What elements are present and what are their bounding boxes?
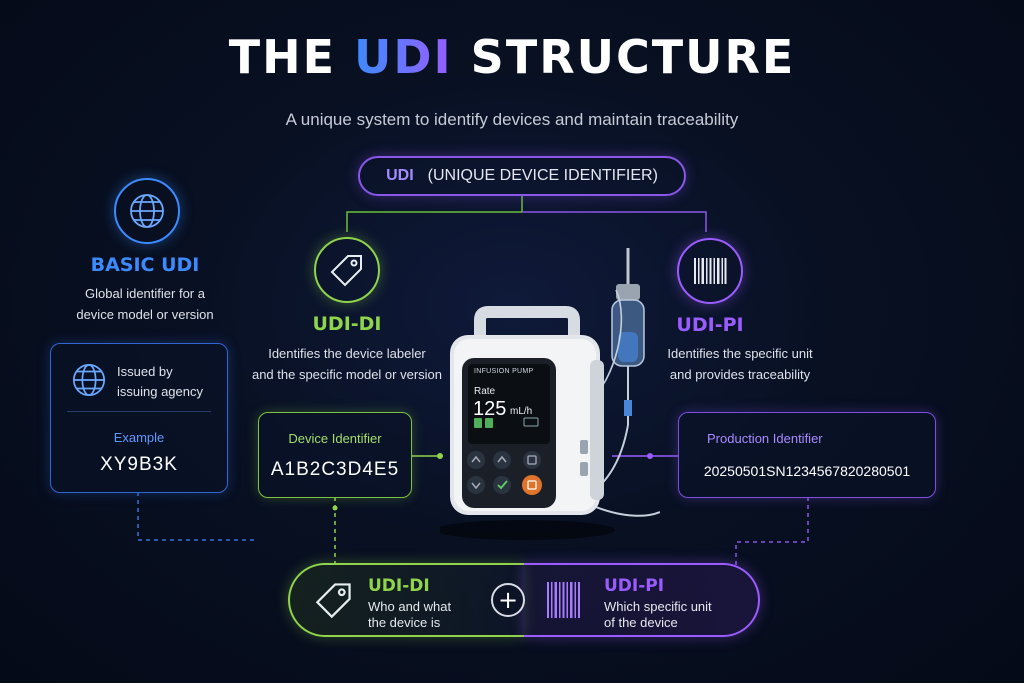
bottom-udi-pi-title: UDI-PI	[604, 576, 665, 596]
bottom-udi-di-title: UDI-DI	[368, 576, 430, 596]
globe-icon	[72, 363, 106, 397]
example-label: Example	[113, 430, 165, 445]
udi-di-heading: UDI-DI	[312, 313, 382, 335]
udi-pill-full: (UNIQUE DEVICE IDENTIFIER)	[427, 167, 658, 184]
udi-pi-barcode-circle	[677, 238, 743, 304]
pump-rate-label: Rate	[474, 386, 496, 397]
barcode-icon	[547, 582, 580, 618]
tag-icon	[330, 255, 362, 287]
page-subtitle: A unique system to identify devices and …	[285, 110, 739, 129]
udi-pill-abbr: UDI	[386, 167, 414, 184]
globe-icon	[130, 194, 164, 228]
udi-pill: UDI (UNIQUE DEVICE IDENTIFIER)	[358, 156, 686, 196]
bottom-udi-di-half	[288, 563, 524, 637]
device-identifier-value: A1B2C3D4E5	[270, 459, 400, 480]
plus-icon: +	[491, 583, 525, 617]
pump-screen-title: INFUSION PUMP	[474, 368, 534, 375]
pump-rate-value: 125	[473, 398, 507, 420]
device-identifier-card: Device Identifier A1B2C3D4E5	[258, 412, 412, 498]
udi-pi-heading: UDI-PI	[676, 314, 744, 336]
basic-udi-globe-circle	[114, 178, 180, 244]
production-identifier-label: Production Identifier	[707, 431, 823, 446]
production-identifier-value: 20250501SN1234567820280501	[703, 463, 911, 479]
production-identifier-card: Production Identifier 20250501SN12345678…	[678, 412, 936, 498]
page-title: THE UDI STRUCTURE	[228, 30, 796, 84]
example-value: XY9B3K	[100, 454, 178, 475]
barcode-icon	[694, 258, 727, 284]
infusion-pump-illustration: INFUSION PUMP Rate 125 mL/h	[440, 240, 660, 550]
udi-di-tag-circle	[314, 237, 380, 303]
pump-rate-unit: mL/h	[510, 406, 533, 417]
card-divider	[67, 411, 211, 412]
device-identifier-label: Device Identifier	[288, 431, 382, 446]
tag-icon	[315, 583, 351, 619]
basic-udi-heading: BASIC UDI	[90, 254, 200, 276]
